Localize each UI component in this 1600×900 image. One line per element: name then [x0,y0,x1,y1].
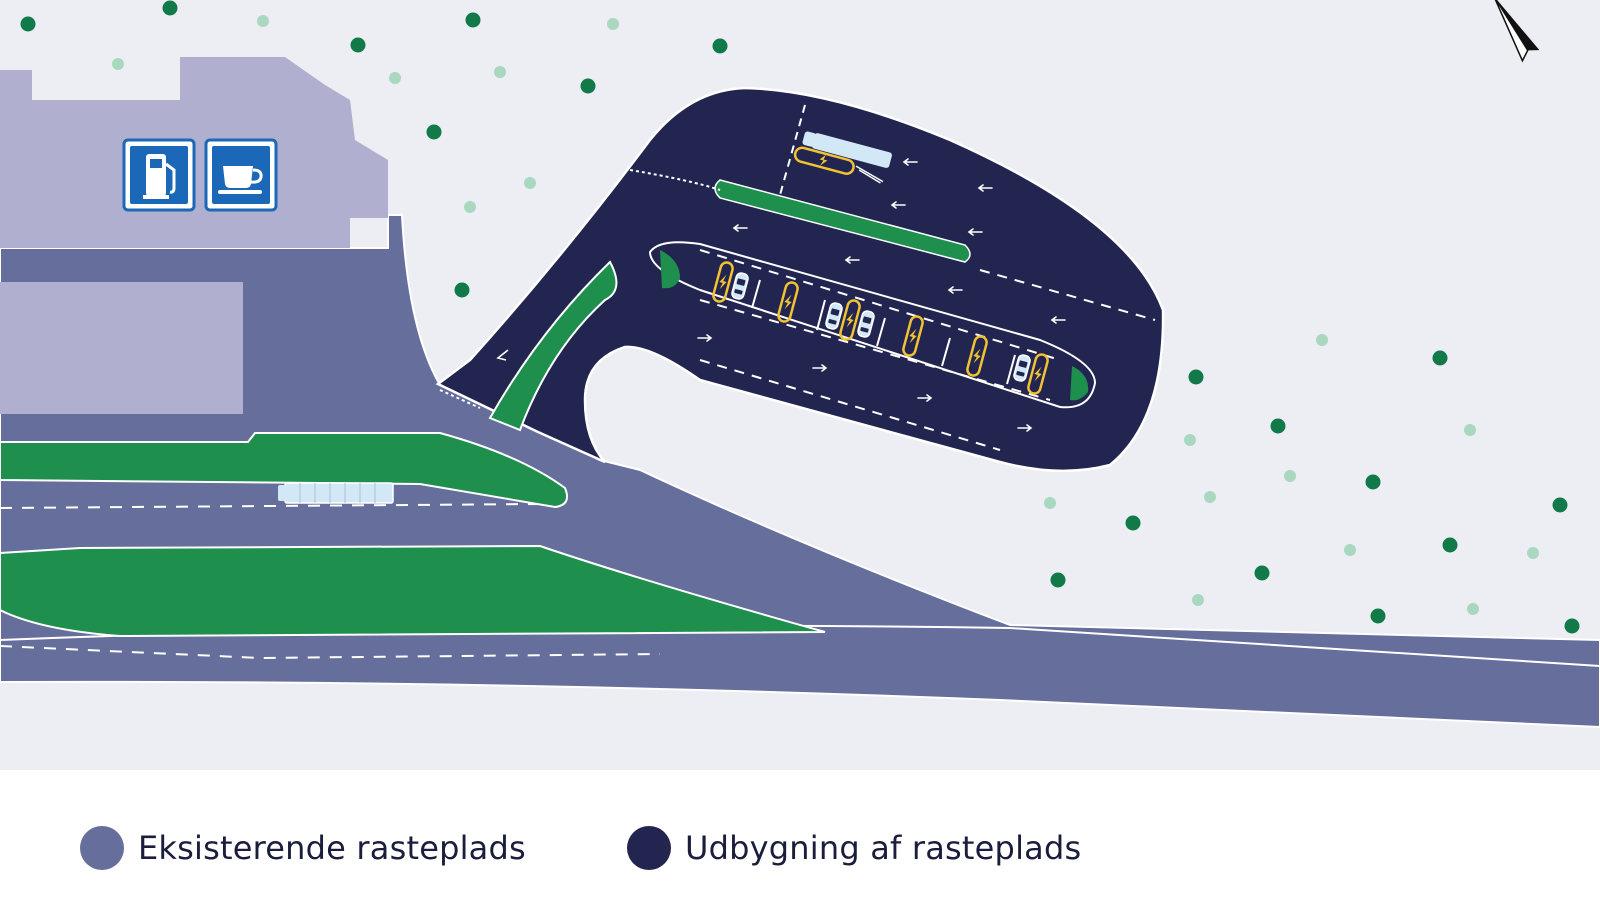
legend-label-expansion: Udbygning af rasteplads [685,829,1082,867]
tree [1365,474,1381,490]
tree [465,12,481,28]
coffee-cup-icon [204,138,278,212]
legend-item-existing: Eksisterende rasteplads [80,826,526,870]
tree [580,78,596,94]
tree [389,72,401,84]
legend: Eksisterende rasteplads Udbygning af ras… [0,770,1600,900]
tree [162,0,178,16]
tree [1204,491,1216,503]
truck-icon [278,482,394,504]
legend-swatch-expansion [627,826,671,870]
tree [1370,608,1386,624]
tree [426,124,442,140]
tree [1044,497,1056,509]
north-arrow-icon [1493,0,1540,63]
tree [1432,350,1448,366]
tree [1527,547,1539,559]
legend-swatch-existing [80,826,124,870]
tree [112,58,124,70]
fuel-pump-icon [122,138,196,212]
existing-grass [0,432,826,638]
tree [1254,565,1270,581]
tree [1552,497,1568,513]
tree [20,16,36,32]
tree [494,66,506,78]
legend-label-existing: Eksisterende rasteplads [138,829,526,867]
tree [257,15,269,27]
tree [1192,594,1204,606]
tree [607,18,619,30]
tree [712,38,728,54]
tree [350,37,366,53]
tree [1270,418,1286,434]
tree [1050,572,1066,588]
tree [1464,424,1476,436]
site-map [0,0,1600,770]
tree [524,177,536,189]
tree [1442,537,1458,553]
truck-charging-bay [793,131,892,184]
legend-item-expansion: Udbygning af rasteplads [627,826,1081,870]
tree [454,282,470,298]
tree [1564,618,1580,634]
tree [464,201,476,213]
tree [1125,515,1141,531]
tree [1467,603,1479,615]
tree [1184,434,1196,446]
tree [1188,369,1204,385]
tree [1316,334,1328,346]
expansion-area [435,86,1165,473]
trees [20,0,1580,634]
tree [1284,470,1296,482]
tree [1344,544,1356,556]
